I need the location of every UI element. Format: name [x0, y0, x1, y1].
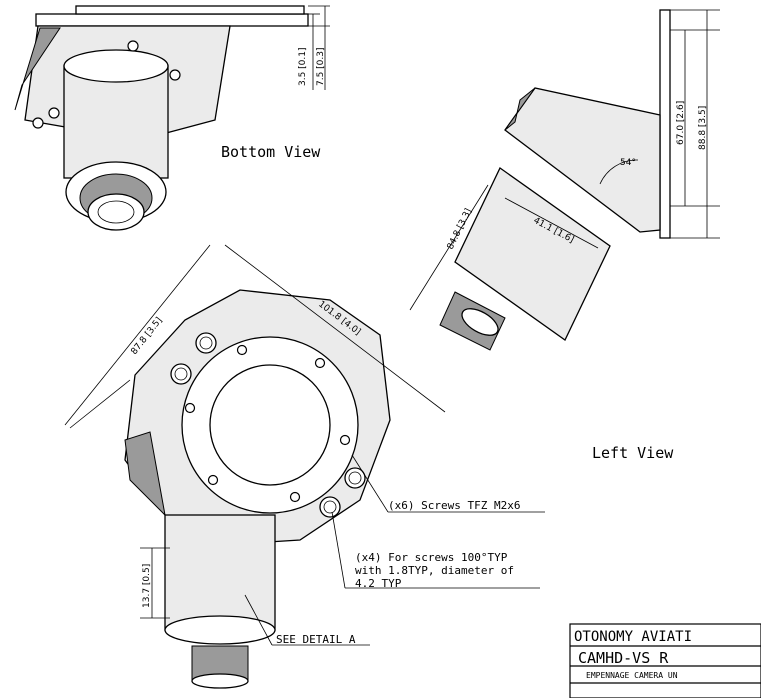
connector-pins [97, 200, 135, 224]
mount-holes [170, 332, 366, 518]
bracket-screw [169, 69, 181, 81]
bottom-view-label: Bottom View [221, 143, 321, 161]
title-description: EMPENNAGE CAMERA UN [586, 671, 678, 680]
mount-hole [195, 332, 217, 354]
dim-top-a: 3.5 [0.1] [298, 47, 308, 86]
note-holes-line2: with 1.8TYP, diameter of [355, 564, 514, 577]
bracket-side-shade [14, 27, 61, 111]
title-block-frame [569, 623, 761, 698]
front-barrel [164, 514, 276, 631]
flange-screw [184, 402, 196, 414]
flange-screw [289, 491, 301, 503]
wall-plate [659, 9, 671, 239]
note-screws: (x6) Screws TFZ M2x6 [388, 499, 520, 512]
dim-left-height-inner: 67.0 [2.6] [676, 101, 686, 145]
flange-screw [236, 344, 248, 356]
title-block: OTONOMY AVIATI CAMHD-VS R EMPENNAGE CAME… [569, 623, 761, 698]
leader-holes [331, 511, 346, 589]
front-connector-face [191, 673, 249, 689]
top-dimensions: 3.5 [0.1] 7.5 [0.3] [298, 5, 330, 90]
lens-window [209, 364, 331, 486]
connector-plug [87, 193, 145, 231]
left-connector-ring [461, 308, 499, 336]
bracket-screw [127, 40, 139, 52]
note-holes-line1: (x4) For screws 100°TYP [355, 551, 508, 564]
bracket-screw [32, 117, 44, 129]
front-barrel-bottom [164, 615, 276, 645]
note-detail: SEE DETAIL A [276, 633, 356, 646]
title-company: OTONOMY AVIATI [574, 629, 692, 645]
mount-plate-top [75, 5, 305, 15]
angle-arc [599, 159, 639, 185]
front-view: 87.8 [3.5] 101.8 [4.0] 13.7 [0.5] [64, 244, 545, 689]
flange-screws [184, 344, 351, 503]
dim-left-height-outer: 88.8 [3.5] [698, 106, 708, 150]
bracket-screw [48, 107, 60, 119]
dim-front-height: 13.7 [0.5] [142, 564, 152, 608]
dim-top-b: 7.5 [0.3] [316, 47, 326, 86]
left-view-label: Left View [592, 444, 674, 462]
left-view: 54° 67.0 [2.6] 88.8 [3.5] 84.8 [3.3] 41.… [409, 9, 720, 351]
title-part: CAMHD-VS R [578, 649, 669, 667]
camera-barrel [63, 65, 169, 179]
left-bracket-shade [504, 87, 536, 131]
flange-screw [339, 434, 351, 446]
dim-left-angle: 54° [620, 158, 636, 168]
left-bracket [504, 87, 661, 233]
note-holes-line3: 4.2 TYP [355, 577, 402, 590]
mount-hole [344, 467, 366, 489]
flange-screw [314, 357, 326, 369]
flange-screw [207, 474, 219, 486]
bottom-view [14, 5, 309, 231]
left-barrel [454, 167, 611, 341]
mount-plate-edge [35, 13, 309, 27]
mount-hole [170, 363, 192, 385]
leader-screws [351, 454, 389, 513]
leader-detail [244, 594, 273, 646]
mount-hole [319, 496, 341, 518]
barrel-top-face [63, 49, 169, 83]
